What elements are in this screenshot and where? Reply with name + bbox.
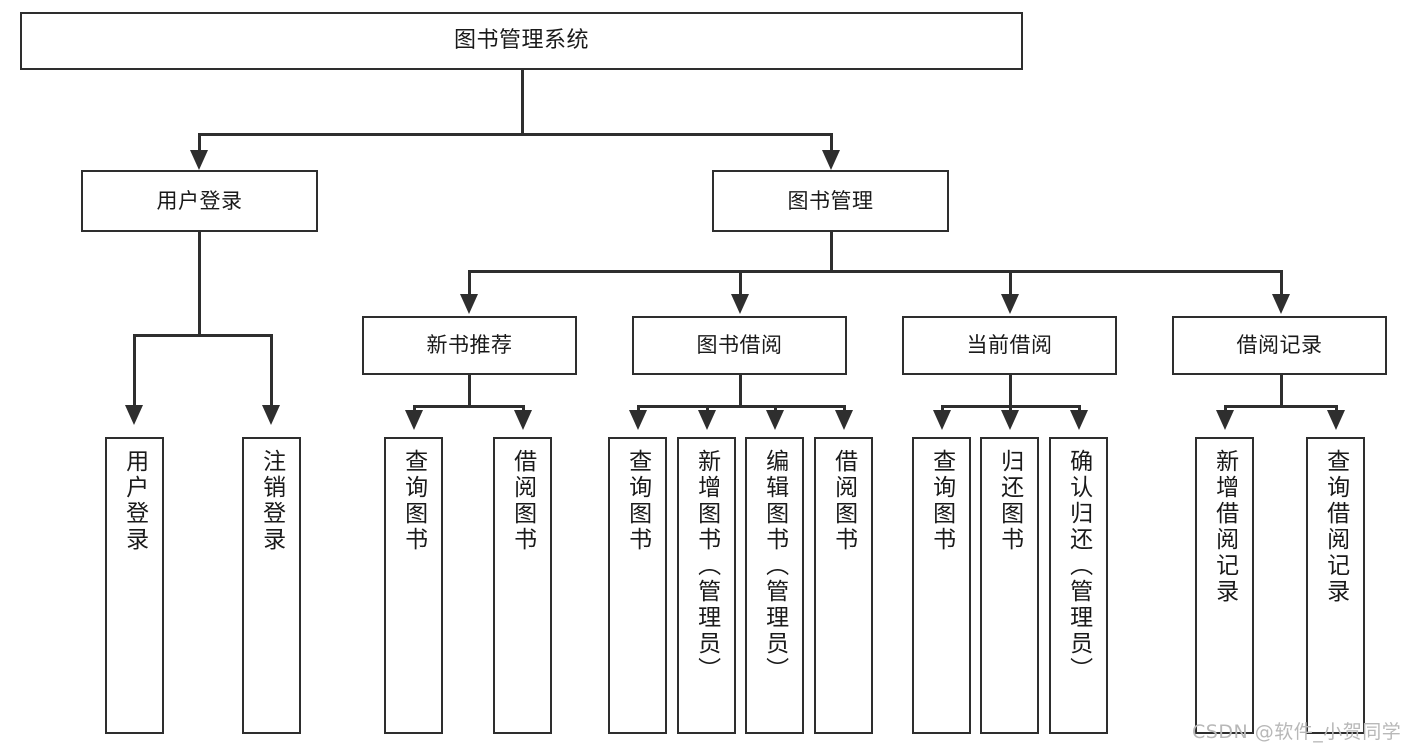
arrowhead-book-manage: [822, 150, 840, 170]
leaf-return-book[interactable]: 归还图书: [980, 437, 1039, 734]
arrowhead-add-record: [1216, 410, 1234, 430]
connector-drop-book-manage: [830, 133, 833, 153]
leaf-borrow-book-borrow[interactable]: 借阅图书: [814, 437, 873, 734]
leaf-edit-book-admin[interactable]: 编辑图书（管理员）: [745, 437, 804, 734]
node-label: 当前借阅: [966, 333, 1053, 358]
connector-drop-current-borrow: [1009, 270, 1012, 296]
connector-drop-borrow-book-1: [522, 405, 525, 413]
connector-root-stem: [521, 70, 524, 134]
leaf-query-book-borrow[interactable]: 查询图书: [608, 437, 667, 734]
node-root-book-management-system[interactable]: 图书管理系统: [20, 12, 1023, 70]
arrowhead-edit-book: [766, 410, 784, 430]
connector-drop-borrow-book-2: [843, 405, 846, 413]
connector-drop-query-book-2: [637, 405, 640, 413]
connector-new-book-rec-stem: [468, 375, 471, 407]
connector-drop-new-book-rec: [468, 270, 471, 296]
arrowhead-return-book: [1001, 410, 1019, 430]
csdn-watermark: CSDN @软件_小贺同学: [1192, 721, 1402, 743]
arrowhead-query-record: [1327, 410, 1345, 430]
arrowhead-confirm-return: [1070, 410, 1088, 430]
connector-borrow-record-stem: [1280, 375, 1283, 407]
arrowhead-borrow-book-2: [835, 410, 853, 430]
arrowhead-borrow-book-1: [514, 410, 532, 430]
node-label: 查询图书: [928, 449, 955, 553]
node-user-login[interactable]: 用户登录: [81, 170, 318, 232]
node-current-borrow[interactable]: 当前借阅: [902, 316, 1117, 375]
connector-drop-add-book: [706, 405, 709, 413]
connector-drop-query-book-1: [413, 405, 416, 413]
node-label: 新书推荐: [426, 333, 513, 358]
leaf-logout-login[interactable]: 注销登录: [242, 437, 301, 734]
connector-user-login-bus: [133, 334, 270, 337]
connector-drop-user-login: [198, 133, 201, 153]
arrowhead-query-book-1: [405, 410, 423, 430]
node-label: 查询借阅记录: [1322, 449, 1349, 605]
node-label: 查询图书: [624, 449, 651, 553]
arrowhead-borrow-record: [1272, 294, 1290, 314]
connector-new-book-rec-bus: [413, 405, 525, 408]
leaf-query-book-current[interactable]: 查询图书: [912, 437, 971, 734]
arrowhead-add-book: [698, 410, 716, 430]
connector-drop-leaf-logout: [270, 334, 273, 406]
connector-drop-add-record: [1224, 405, 1227, 413]
connector-drop-query-book-3: [941, 405, 944, 413]
leaf-query-book-new-rec[interactable]: 查询图书: [384, 437, 443, 734]
arrowhead-book-borrow: [731, 294, 749, 314]
node-borrow-record[interactable]: 借阅记录: [1172, 316, 1387, 375]
connector-book-manage-stem: [830, 232, 833, 272]
connector-drop-query-record: [1335, 405, 1338, 413]
connector-drop-edit-book: [774, 405, 777, 413]
node-book-management[interactable]: 图书管理: [712, 170, 949, 232]
leaf-add-book-admin[interactable]: 新增图书（管理员）: [677, 437, 736, 734]
arrowhead-user-login: [190, 150, 208, 170]
leaf-borrow-book-new-rec[interactable]: 借阅图书: [493, 437, 552, 734]
connector-borrow-record-bus: [1224, 405, 1338, 408]
node-label: 用户登录: [121, 449, 148, 553]
connector-drop-book-borrow: [739, 270, 742, 296]
connector-book-borrow-bus: [637, 405, 846, 408]
connector-drop-leaf-user-login: [133, 334, 136, 406]
node-label: 归还图书: [996, 449, 1023, 553]
node-label: 图书借阅: [696, 333, 783, 358]
arrowhead-query-book-3: [933, 410, 951, 430]
node-label: 注销登录: [258, 449, 285, 553]
arrowhead-new-book-rec: [460, 294, 478, 314]
arrowhead-leaf-user-login: [125, 405, 143, 425]
node-label: 借阅图书: [830, 449, 857, 553]
node-label: 编辑图书（管理员）: [761, 449, 788, 683]
leaf-user-login[interactable]: 用户登录: [105, 437, 164, 734]
node-label: 新增借阅记录: [1211, 449, 1238, 605]
arrowhead-leaf-logout: [262, 405, 280, 425]
node-label: 图书管理系统: [453, 28, 589, 54]
node-label: 图书管理: [787, 188, 874, 213]
node-label: 借阅记录: [1236, 333, 1323, 358]
connector-user-login-stem: [198, 232, 201, 336]
connector-drop-borrow-record: [1280, 270, 1283, 296]
arrowhead-current-borrow: [1001, 294, 1019, 314]
arrowhead-query-book-2: [629, 410, 647, 430]
leaf-confirm-return-admin[interactable]: 确认归还（管理员）: [1049, 437, 1108, 734]
node-label: 用户登录: [156, 188, 243, 213]
leaf-query-borrow-record[interactable]: 查询借阅记录: [1306, 437, 1365, 734]
node-label: 确认归还（管理员）: [1065, 449, 1092, 683]
node-label: 新增图书（管理员）: [693, 449, 720, 683]
connector-current-borrow-stem: [1009, 375, 1012, 407]
leaf-add-borrow-record[interactable]: 新增借阅记录: [1195, 437, 1254, 734]
connector-level3-bus: [468, 270, 1282, 273]
connector-level2-bus: [198, 133, 833, 136]
connector-drop-confirm-return: [1078, 405, 1081, 413]
connector-drop-return-book: [1009, 405, 1012, 413]
connector-book-borrow-stem: [739, 375, 742, 407]
node-label: 查询图书: [400, 449, 427, 553]
node-book-borrow[interactable]: 图书借阅: [632, 316, 847, 375]
node-label: 借阅图书: [509, 449, 536, 553]
node-new-book-recommend[interactable]: 新书推荐: [362, 316, 577, 375]
